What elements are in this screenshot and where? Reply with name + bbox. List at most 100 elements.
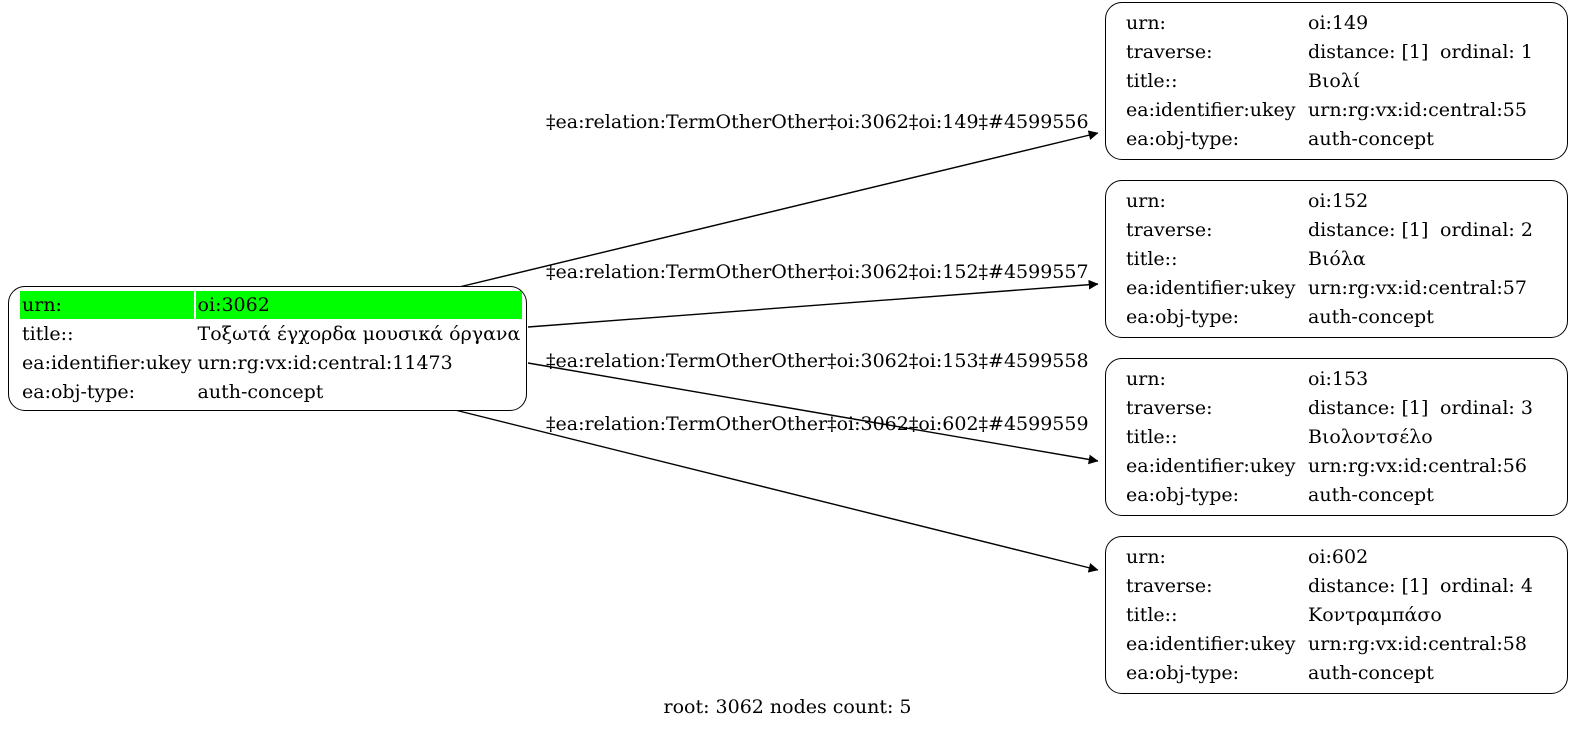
table-row: ea:identifier:ukey urn:rg:vx:id:central:…: [1124, 630, 1558, 658]
target-2-traverse-key: traverse:: [1126, 396, 1213, 419]
target-3-objtype-key: ea:obj-type:: [1126, 661, 1240, 684]
target-record-table: urn: oi:153 traverse: distance: [1] ordi…: [1122, 364, 1560, 510]
table-row: traverse: distance: [1] ordinal: 1: [1124, 38, 1558, 66]
table-row: title:: Βιολοντσέλο: [1124, 423, 1558, 451]
target-3-traverse-distance: distance: [1]: [1308, 574, 1429, 597]
target-1-title-key: title::: [1126, 247, 1178, 270]
target-2-ukey-key: ea:identifier:ukey: [1126, 454, 1296, 477]
target-1-ukey-key: ea:identifier:ukey: [1126, 276, 1296, 299]
edge-label-oi-153: ‡ea:relation:TermOtherOther‡oi:3062‡oi:1…: [546, 350, 1089, 372]
target-3-traverse-value: distance: [1] ordinal: 4: [1306, 572, 1558, 600]
target-2-title-value: Βιολοντσέλο: [1308, 425, 1433, 448]
target-0-objtype-key: ea:obj-type:: [1126, 127, 1240, 150]
target-0-title-key: title::: [1126, 69, 1178, 92]
table-row: urn: oi:3062: [20, 291, 523, 319]
root-row-2-value: urn:rg:vx:id:central:11473: [197, 351, 453, 374]
target-2-objtype-value: auth-concept: [1308, 483, 1434, 506]
root-row-0-value: oi:3062: [195, 291, 523, 319]
table-row: traverse: distance: [1] ordinal: 4: [1124, 572, 1558, 600]
traverse-subtable: distance: [1] ordinal: 1: [1308, 40, 1556, 65]
target-3-traverse-key: traverse:: [1126, 574, 1213, 597]
table-row: traverse: distance: [1] ordinal: 2: [1124, 216, 1558, 244]
target-record-table: urn: oi:149 traverse: distance: [1] ordi…: [1122, 8, 1560, 154]
target-2-traverse-ordinal: ordinal: 3: [1440, 396, 1533, 419]
target-1-urn-key: urn:: [1126, 189, 1166, 212]
edge-line-oi-153: [527, 362, 1099, 465]
root-record-table: urn: oi:3062 title:: Τοξωτά έγχορδα μουσ…: [18, 290, 524, 407]
target-2-traverse-distance: distance: [1]: [1308, 396, 1429, 419]
target-0-traverse-distance: distance: [1]: [1308, 40, 1429, 63]
target-0-urn-value: oi:149: [1308, 11, 1369, 34]
table-row: ea:obj-type: auth-concept: [1124, 481, 1558, 509]
table-row: title:: Τοξωτά έγχορδα μουσικά όργανα: [20, 320, 522, 348]
edge-label-oi-149: ‡ea:relation:TermOtherOther‡oi:3062‡oi:1…: [546, 111, 1089, 133]
table-row: title:: Βιολί: [1124, 67, 1558, 95]
table-row: urn: oi:153: [1124, 365, 1558, 393]
target-0-ukey-key: ea:identifier:ukey: [1126, 98, 1296, 121]
target-0-ukey-value: urn:rg:vx:id:central:55: [1308, 98, 1527, 121]
target-0-urn-key: urn:: [1126, 11, 1166, 34]
graph-footer-caption: root: 3062 nodes count: 5: [663, 696, 912, 718]
table-row: urn: oi:149: [1124, 9, 1558, 37]
table-row: ea:obj-type: auth-concept: [20, 378, 522, 406]
table-row: urn: oi:152: [1124, 187, 1558, 215]
table-row: ea:identifier:ukey urn:rg:vx:id:central:…: [20, 349, 522, 377]
target-3-urn-value: oi:602: [1308, 545, 1369, 568]
target-2-urn-key: urn:: [1126, 367, 1166, 390]
target-3-traverse-ordinal: ordinal: 4: [1440, 574, 1533, 597]
target-3-objtype-value: auth-concept: [1308, 661, 1434, 684]
table-row: traverse: distance: [1] ordinal: 3: [1124, 394, 1558, 422]
target-1-traverse-key: traverse:: [1126, 218, 1213, 241]
target-1-ukey-value: urn:rg:vx:id:central:57: [1308, 276, 1527, 299]
table-row: ea:identifier:ukey urn:rg:vx:id:central:…: [1124, 96, 1558, 124]
edge-label-oi-152: ‡ea:relation:TermOtherOther‡oi:3062‡oi:1…: [546, 261, 1089, 283]
node-target-oi-602[interactable]: urn: oi:602 traverse: distance: [1] ordi…: [1105, 536, 1568, 694]
node-target-oi-152[interactable]: urn: oi:152 traverse: distance: [1] ordi…: [1105, 180, 1568, 338]
target-0-objtype-value: auth-concept: [1308, 127, 1434, 150]
target-record-table: urn: oi:152 traverse: distance: [1] ordi…: [1122, 186, 1560, 332]
target-1-title-value: Βιόλα: [1308, 247, 1366, 270]
table-row: title:: Βιόλα: [1124, 245, 1558, 273]
target-3-ukey-value: urn:rg:vx:id:central:58: [1308, 632, 1527, 655]
table-row: title:: Κοντραμπάσο: [1124, 601, 1558, 629]
traverse-subtable: distance: [1] ordinal: 2: [1308, 218, 1556, 243]
target-2-ukey-value: urn:rg:vx:id:central:56: [1308, 454, 1527, 477]
target-3-title-value: Κοντραμπάσο: [1308, 603, 1442, 626]
traverse-subtable: distance: [1] ordinal: 3: [1308, 396, 1556, 421]
target-1-objtype-key: ea:obj-type:: [1126, 305, 1240, 328]
target-1-traverse-distance: distance: [1]: [1308, 218, 1429, 241]
edge-label-oi-602: ‡ea:relation:TermOtherOther‡oi:3062‡oi:6…: [546, 413, 1089, 435]
target-2-urn-value: oi:153: [1308, 367, 1369, 390]
target-2-traverse-value: distance: [1] ordinal: 3: [1306, 394, 1558, 422]
node-target-oi-149[interactable]: urn: oi:149 traverse: distance: [1] ordi…: [1105, 2, 1568, 160]
target-3-title-key: title::: [1126, 603, 1178, 626]
target-3-ukey-key: ea:identifier:ukey: [1126, 632, 1296, 655]
target-2-objtype-key: ea:obj-type:: [1126, 483, 1240, 506]
node-root-oi-3062[interactable]: urn: oi:3062 title:: Τοξωτά έγχορδα μουσ…: [8, 286, 527, 411]
node-target-oi-153[interactable]: urn: oi:153 traverse: distance: [1] ordi…: [1105, 358, 1568, 516]
target-0-traverse-ordinal: ordinal: 1: [1440, 40, 1533, 63]
table-row: ea:obj-type: auth-concept: [1124, 659, 1558, 687]
table-row: ea:identifier:ukey urn:rg:vx:id:central:…: [1124, 452, 1558, 480]
target-1-traverse-ordinal: ordinal: 2: [1440, 218, 1533, 241]
table-row: ea:identifier:ukey urn:rg:vx:id:central:…: [1124, 274, 1558, 302]
root-row-0-key: urn:: [20, 291, 194, 319]
target-1-traverse-value: distance: [1] ordinal: 2: [1306, 216, 1558, 244]
table-row: ea:obj-type: auth-concept: [1124, 125, 1558, 153]
edge-line-oi-152: [527, 279, 1099, 328]
target-2-title-key: title::: [1126, 425, 1178, 448]
root-row-1-value: Τοξωτά έγχορδα μουσικά όργανα: [197, 322, 521, 345]
table-row: urn: oi:602: [1124, 543, 1558, 571]
target-0-title-value: Βιολί: [1308, 69, 1361, 92]
root-row-2-key: ea:identifier:ukey: [22, 351, 192, 374]
table-row: ea:obj-type: auth-concept: [1124, 303, 1558, 331]
target-1-urn-value: oi:152: [1308, 189, 1369, 212]
root-row-1-key: title::: [22, 322, 74, 345]
target-0-traverse-value: distance: [1] ordinal: 1: [1306, 38, 1558, 66]
target-3-urn-key: urn:: [1126, 545, 1166, 568]
root-row-3-value: auth-concept: [197, 380, 324, 403]
target-1-objtype-value: auth-concept: [1308, 305, 1434, 328]
root-row-3-key: ea:obj-type:: [22, 380, 136, 403]
target-record-table: urn: oi:602 traverse: distance: [1] ordi…: [1122, 542, 1560, 688]
